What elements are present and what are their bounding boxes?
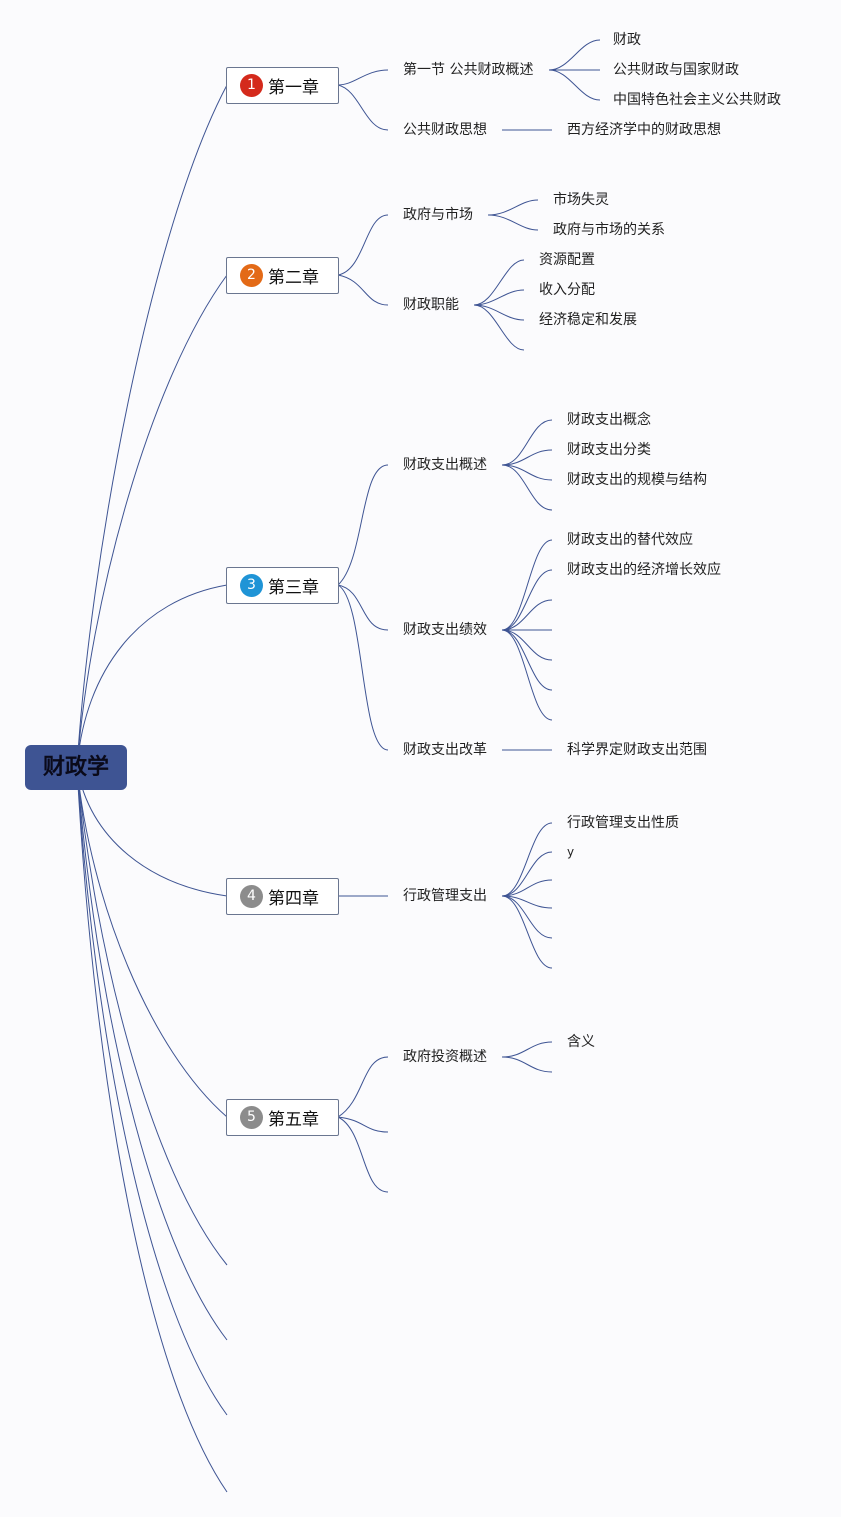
chapter-4-label: 第四章 xyxy=(268,889,319,909)
chapter-2-label: 第二章 xyxy=(268,268,319,288)
chapter-4-node[interactable]: 4 第四章 xyxy=(226,878,339,915)
leaf-node[interactable]: 中国特色社会主义公共财政 xyxy=(613,92,781,108)
chapter-2-node[interactable]: 2 第二章 xyxy=(226,257,339,294)
section-node[interactable]: 第一节 公共财政概述 xyxy=(403,62,534,78)
section-node[interactable]: 公共财政思想 xyxy=(403,122,487,138)
section-node[interactable]: 政府投资概述 xyxy=(403,1049,487,1065)
section-node[interactable]: 政府与市场 xyxy=(403,207,473,223)
section-node[interactable]: 财政支出改革 xyxy=(403,742,487,758)
chapter-5-node[interactable]: 5 第五章 xyxy=(226,1099,339,1136)
leaf-node[interactable]: 财政 xyxy=(613,32,641,48)
leaf-node[interactable]: 资源配置 xyxy=(539,252,595,268)
leaf-node[interactable]: 市场失灵 xyxy=(553,192,609,208)
leaf-node[interactable]: 收入分配 xyxy=(539,282,595,298)
leaf-node[interactable]: 财政支出的规模与结构 xyxy=(567,472,707,488)
leaf-node[interactable]: 科学界定财政支出范围 xyxy=(567,742,707,758)
leaf-node[interactable]: 公共财政与国家财政 xyxy=(613,62,739,78)
section-node[interactable]: 行政管理支出 xyxy=(403,888,487,904)
chapter-3-number-badge: 3 xyxy=(240,574,263,597)
chapter-3-label: 第三章 xyxy=(268,578,319,598)
section-node[interactable]: 财政支出概述 xyxy=(403,457,487,473)
chapter-1-label: 第一章 xyxy=(268,78,319,98)
leaf-node[interactable]: 行政管理支出性质 xyxy=(567,815,679,831)
leaf-node[interactable]: y xyxy=(567,845,575,859)
chapter-4-number-badge: 4 xyxy=(240,885,263,908)
chapter-3-node[interactable]: 3 第三章 xyxy=(226,567,339,604)
leaf-node[interactable]: 财政支出分类 xyxy=(567,442,651,458)
chapter-1-number-badge: 1 xyxy=(240,74,263,97)
chapter-1-node[interactable]: 1 第一章 xyxy=(226,67,339,104)
section-node[interactable]: 财政支出绩效 xyxy=(403,622,487,638)
leaf-node[interactable]: 西方经济学中的财政思想 xyxy=(567,122,721,138)
leaf-node[interactable]: 财政支出概念 xyxy=(567,412,651,428)
chapter-2-number-badge: 2 xyxy=(240,264,263,287)
leaf-node[interactable]: 含义 xyxy=(567,1034,595,1050)
leaf-node[interactable]: 财政支出的替代效应 xyxy=(567,532,693,548)
root-topic[interactable]: 财政学 xyxy=(25,745,127,790)
leaf-node[interactable]: 财政支出的经济增长效应 xyxy=(567,562,721,578)
chapter-5-number-badge: 5 xyxy=(240,1106,263,1129)
chapter-5-label: 第五章 xyxy=(268,1110,319,1130)
section-node[interactable]: 财政职能 xyxy=(403,297,459,313)
leaf-node[interactable]: 经济稳定和发展 xyxy=(539,312,637,328)
leaf-node[interactable]: 政府与市场的关系 xyxy=(553,222,665,238)
